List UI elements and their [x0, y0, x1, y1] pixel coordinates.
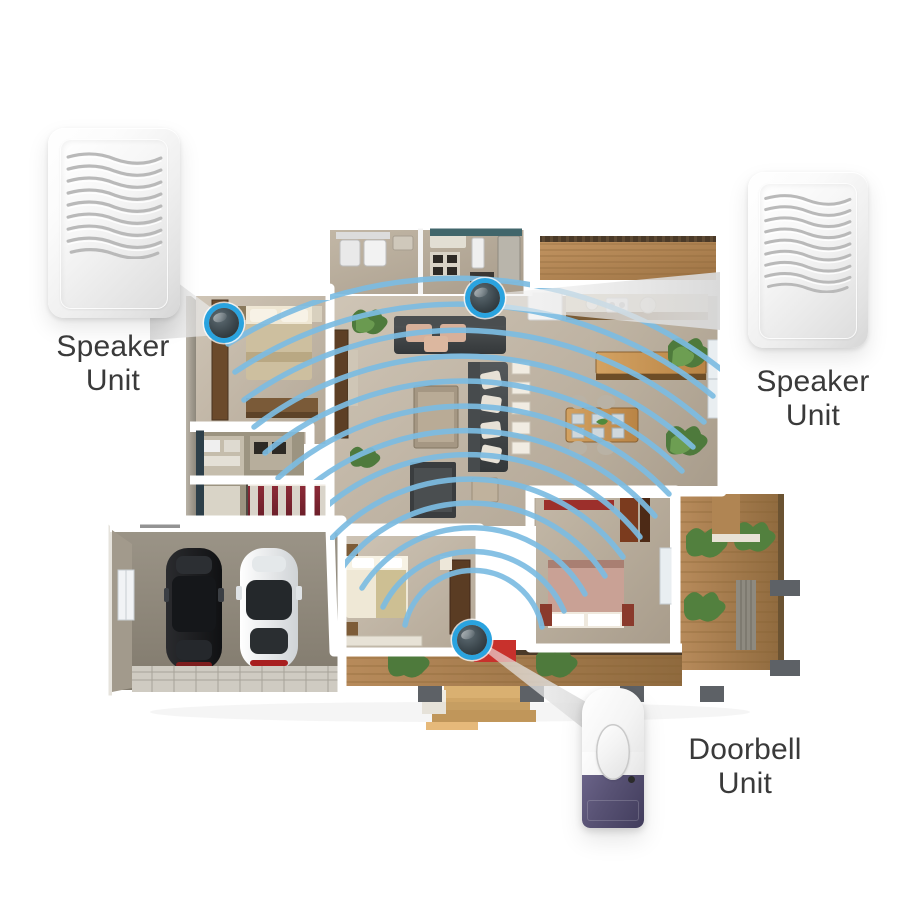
- room-bedroom-3: [530, 490, 676, 648]
- speaker-unit-right-label: Speaker Unit: [756, 365, 870, 432]
- doorbell-led-indicator: [628, 776, 636, 784]
- doorbell-unit-device[interactable]: [582, 688, 644, 828]
- signal-marker-kitchen[interactable]: [470, 283, 500, 313]
- front-entry: [334, 640, 724, 730]
- white-car: [236, 548, 302, 670]
- speaker-unit-left-device[interactable]: [48, 128, 180, 318]
- signal-marker-bedroom[interactable]: [209, 308, 239, 338]
- doorbell-base: [582, 774, 644, 828]
- signal-marker-front-door[interactable]: [457, 625, 487, 655]
- doorbell-unit-label: Doorbell Unit: [688, 733, 802, 800]
- doorbell-push-button[interactable]: [595, 724, 631, 781]
- deck-lower: [676, 494, 800, 676]
- deck-upper: [540, 236, 716, 280]
- room-garage: [104, 520, 342, 700]
- speaker-unit-left-label: Speaker Unit: [56, 330, 170, 397]
- speaker-left-grille: [63, 149, 166, 260]
- speaker-unit-right-device[interactable]: [748, 172, 868, 348]
- speaker-right-grille: [761, 191, 855, 294]
